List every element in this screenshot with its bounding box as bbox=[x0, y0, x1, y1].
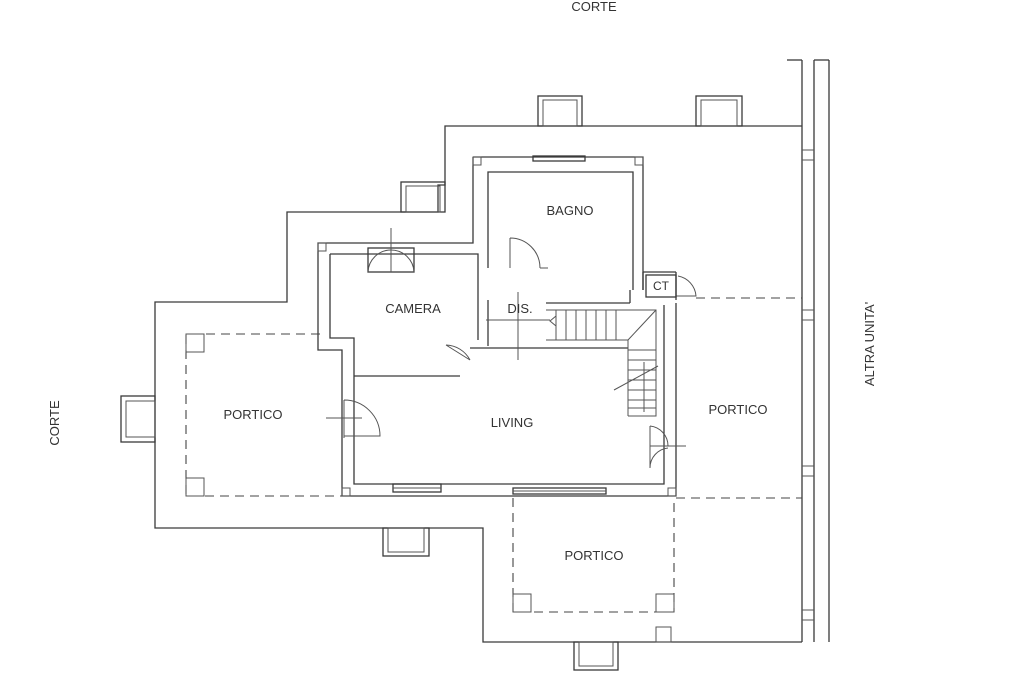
label-portico-right: PORTICO bbox=[709, 402, 768, 417]
planters bbox=[120, 95, 743, 671]
label-camera: CAMERA bbox=[385, 301, 441, 316]
label-dis: DIS. bbox=[507, 301, 532, 316]
label-altra-unita: ALTRA UNITA' bbox=[862, 302, 877, 386]
staircase bbox=[546, 309, 659, 417]
lot-outline bbox=[154, 125, 802, 643]
label-living: LIVING bbox=[491, 415, 534, 430]
house-walls bbox=[317, 156, 677, 497]
boundary-wall bbox=[787, 59, 830, 642]
dis-guides bbox=[486, 292, 550, 360]
label-portico-left: PORTICO bbox=[224, 407, 283, 422]
label-corte-left: CORTE bbox=[47, 400, 62, 446]
ct-box bbox=[645, 274, 677, 298]
windows bbox=[367, 155, 607, 495]
label-ct: CT bbox=[653, 279, 670, 293]
portico-outlines bbox=[185, 297, 802, 643]
label-portico-bottom: PORTICO bbox=[565, 548, 624, 563]
label-bagno: BAGNO bbox=[547, 203, 594, 218]
label-corte-top: CORTE bbox=[571, 0, 617, 14]
doors bbox=[326, 237, 697, 469]
